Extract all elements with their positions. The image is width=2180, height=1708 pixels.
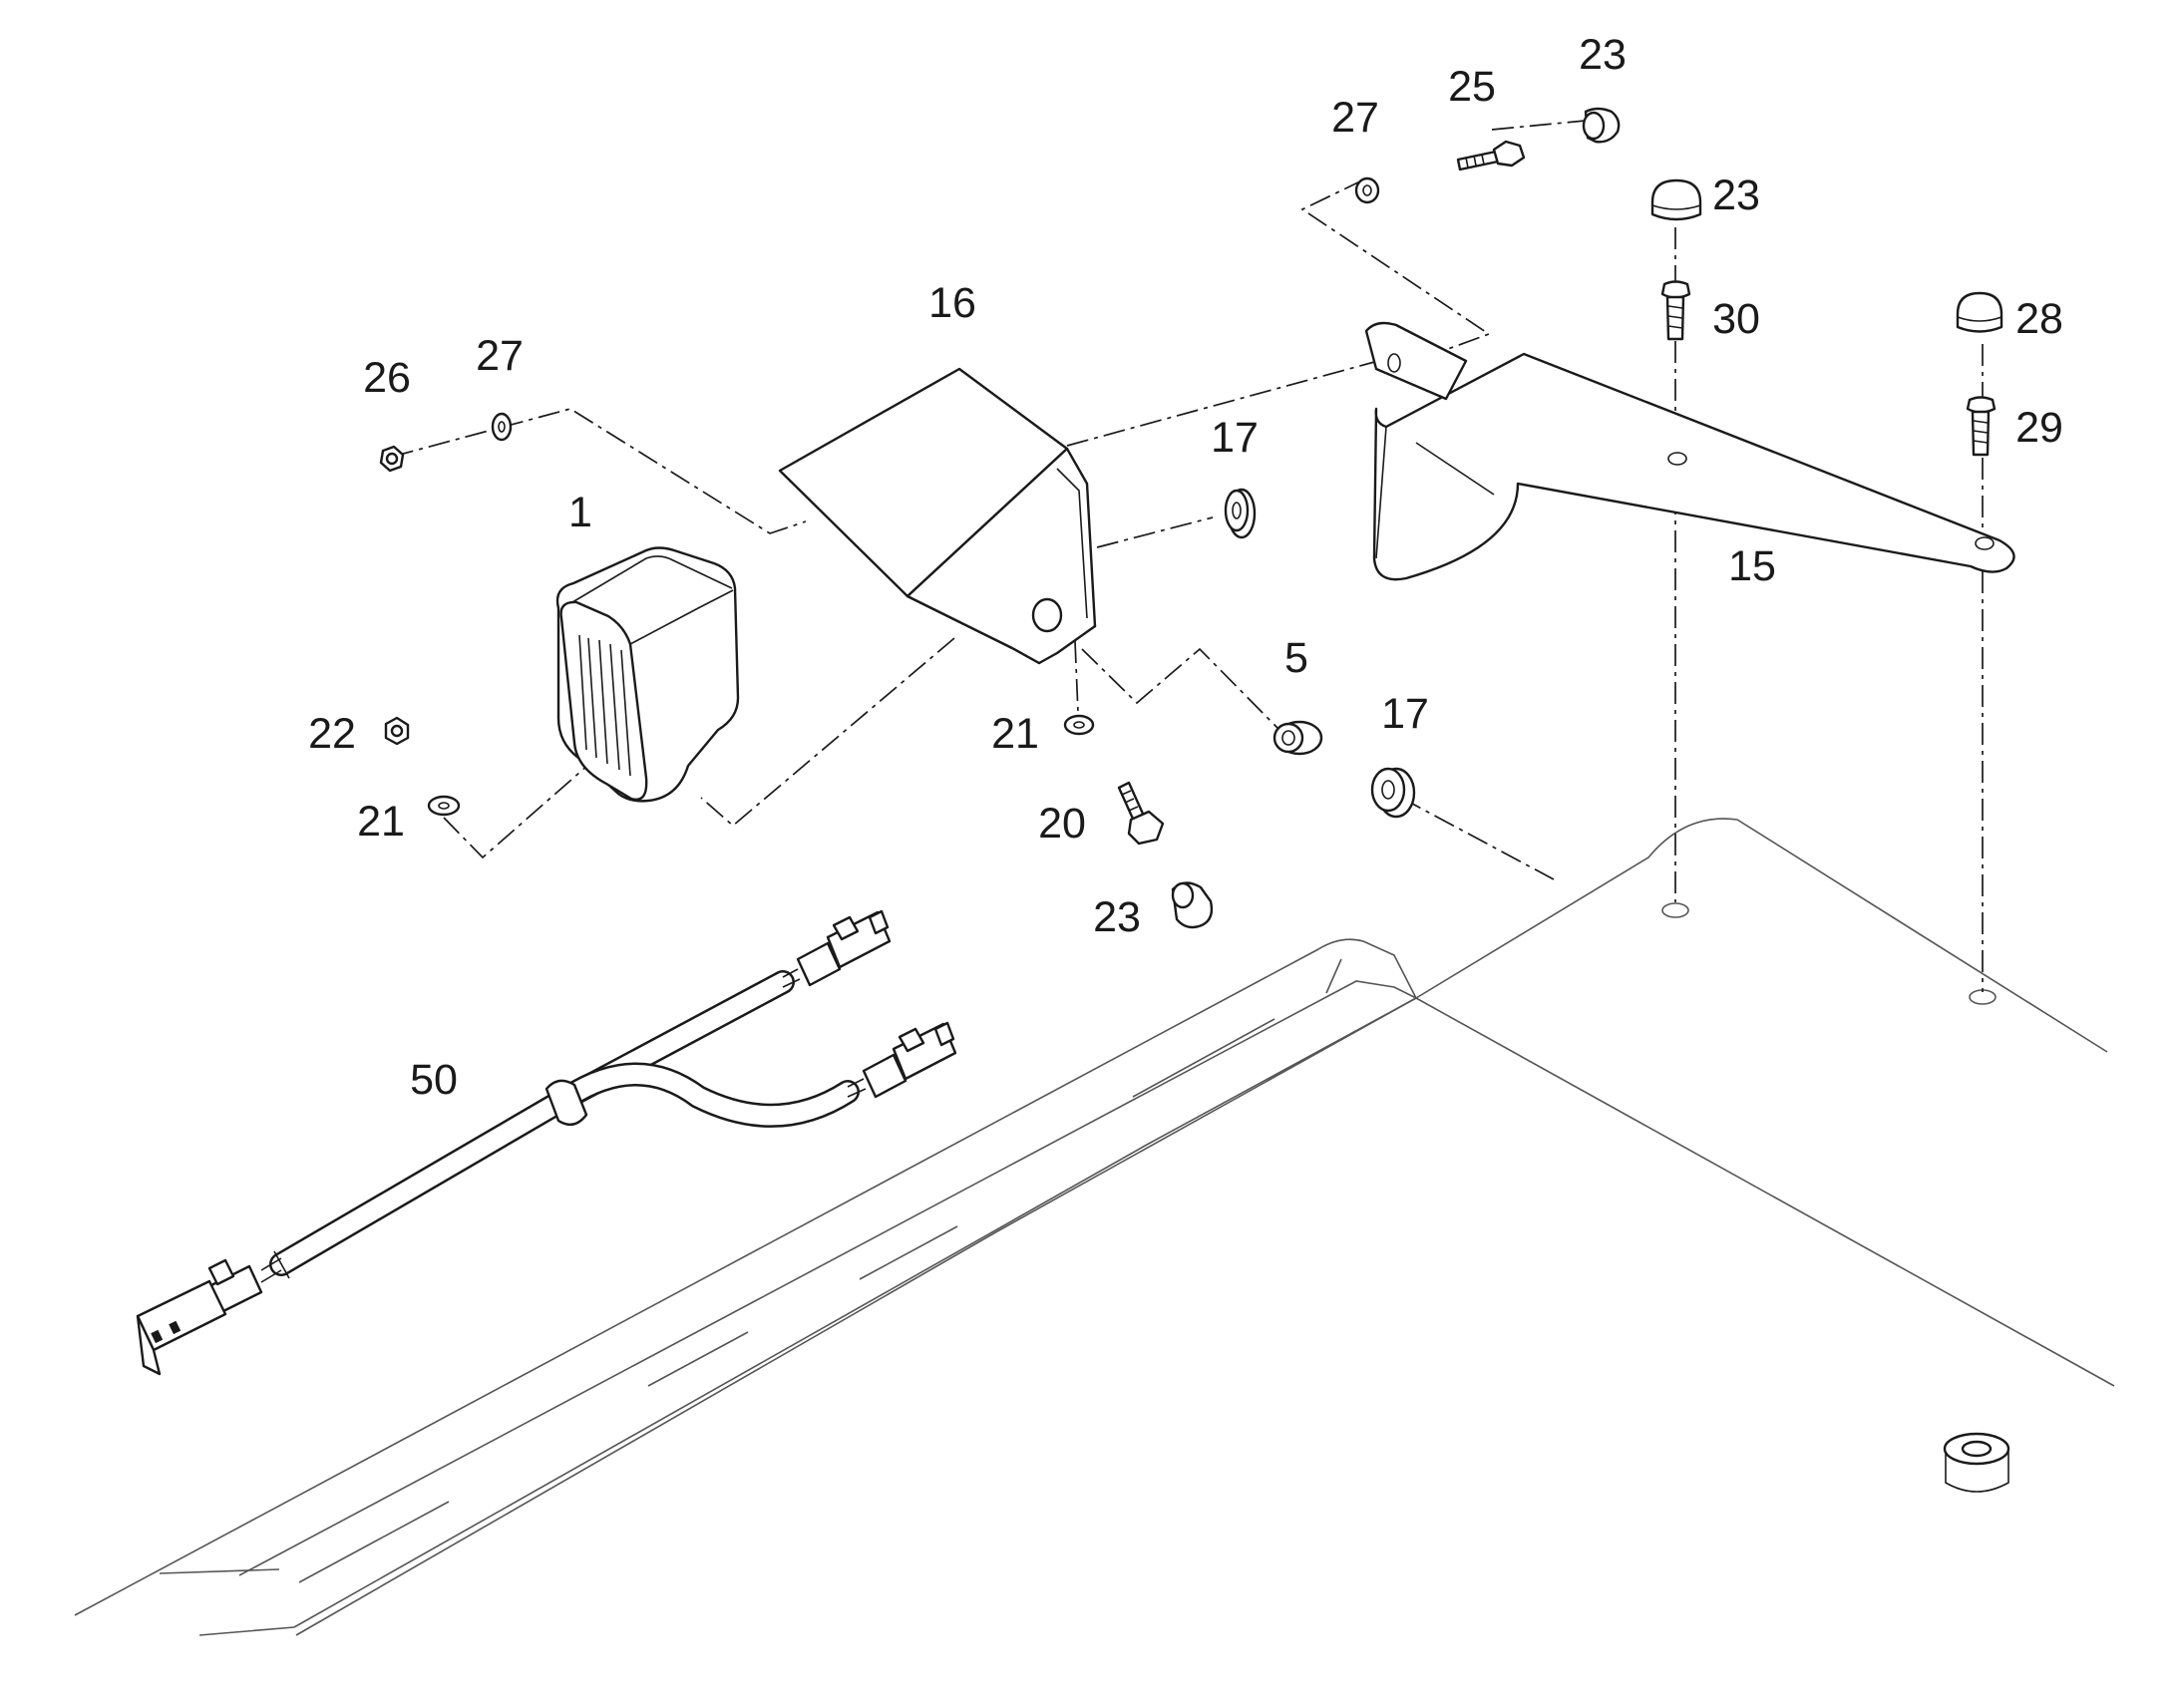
callout-27-top: 27 — [1331, 94, 1379, 142]
cap-nut-part-23-top — [1582, 107, 1621, 144]
callout-22: 22 — [308, 710, 356, 758]
grommet-part-5 — [1272, 720, 1323, 756]
washer-part-27-top — [1354, 176, 1380, 204]
leader-lines — [391, 119, 1984, 992]
washer-part-21-left — [427, 795, 461, 817]
callout-27-left: 27 — [476, 332, 524, 380]
bolt-part-25 — [1456, 140, 1526, 171]
callout-17-lower: 17 — [1381, 690, 1429, 738]
callout-15: 15 — [1728, 542, 1776, 590]
cap-nut-part-23-lower — [1171, 881, 1214, 929]
callout-28: 28 — [2015, 295, 2063, 343]
callout-1: 1 — [568, 489, 592, 536]
cap-part-23-right — [1650, 178, 1702, 221]
callout-16: 16 — [928, 279, 976, 327]
callout-23-top: 23 — [1579, 31, 1627, 79]
callout-23-right: 23 — [1712, 171, 1760, 219]
callout-21-left: 21 — [357, 798, 405, 846]
washer-part-21-centre — [1063, 714, 1095, 736]
bracket-part-15 — [1364, 321, 2015, 581]
lamp-housing-part-16 — [778, 367, 1097, 665]
grommet-part-17-upper — [1224, 488, 1257, 539]
callout-5: 5 — [1284, 634, 1308, 682]
wiring-harness-part-50 — [136, 909, 957, 1376]
callout-20: 20 — [1038, 800, 1086, 848]
callout-25: 25 — [1448, 63, 1496, 111]
bolt-part-20 — [1117, 781, 1165, 846]
callout-labels: 1 5 15 16 17 17 20 21 21 22 23 23 23 25 … — [308, 31, 2063, 1104]
callout-26: 26 — [363, 354, 411, 402]
vehicle-body — [74, 818, 2115, 1636]
nut-part-26 — [379, 445, 405, 473]
callout-50: 50 — [410, 1056, 458, 1104]
grommet-part-17-lower — [1370, 767, 1416, 819]
work-light-part-1 — [555, 546, 740, 803]
callout-29: 29 — [2015, 404, 2063, 452]
nut-part-22 — [384, 716, 410, 746]
bolt-part-29 — [1966, 396, 1997, 457]
callout-30: 30 — [1712, 295, 1760, 343]
spacer-bushing — [1943, 1432, 2010, 1493]
bolt-part-30 — [1660, 280, 1691, 341]
callout-21-centre: 21 — [991, 710, 1039, 758]
callout-17-upper: 17 — [1211, 414, 1259, 462]
washer-part-27-left — [491, 412, 513, 442]
cap-part-28 — [1956, 291, 2003, 333]
callout-23-lower: 23 — [1093, 893, 1141, 941]
